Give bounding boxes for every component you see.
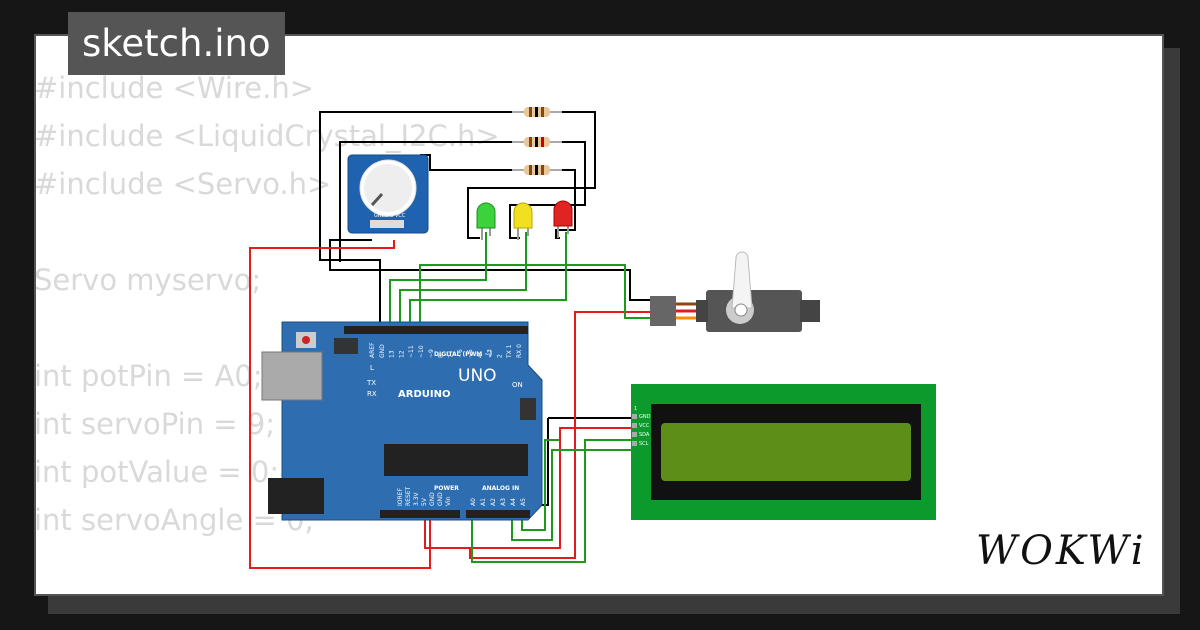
- wire-red: [249, 240, 431, 569]
- header-pin-label: ~9: [428, 349, 435, 358]
- lcd-pin-label: VCC: [639, 423, 650, 429]
- header-pin-label: GND: [379, 344, 386, 358]
- resistor: [512, 107, 562, 117]
- pot-pin-label: VCC: [395, 213, 406, 219]
- wire-black: [420, 154, 512, 171]
- header-pin-label: RESET: [405, 486, 412, 506]
- board-on-label: ON: [512, 381, 523, 389]
- lcd-pin1: 1: [634, 406, 637, 412]
- wire-green: [409, 232, 567, 325]
- header-pin-label: ~10: [418, 345, 425, 358]
- led-red: [553, 200, 573, 238]
- wire-black: [555, 169, 576, 239]
- header-pin-label: A0: [470, 498, 477, 506]
- analog-label: ANALOG IN: [482, 485, 519, 492]
- led-l-label: L: [370, 364, 374, 372]
- code-line: int servoPin = 9;: [34, 407, 276, 441]
- header-pin-label: GND: [437, 492, 444, 506]
- header-pin-label: 2: [496, 354, 503, 358]
- wire-red: [424, 427, 634, 549]
- header-pin-label: 13: [389, 350, 396, 358]
- wires: [249, 111, 650, 569]
- header-pin-label: A5: [520, 498, 527, 506]
- code-line: Servo myservo;: [34, 263, 262, 297]
- wire-green: [511, 449, 634, 541]
- code-line: int potPin = A0;: [34, 359, 263, 393]
- potentiometer: GND SIG VCC: [347, 154, 429, 234]
- led-yellow: [513, 202, 533, 240]
- led-tx-label: TX: [366, 379, 376, 387]
- header-pin-label: A1: [480, 498, 487, 506]
- resistor: [512, 137, 562, 147]
- header-pin-label: ~11: [408, 345, 415, 358]
- header-pin-label: Vin: [445, 496, 452, 506]
- lcd-pin-label: SDA: [639, 432, 650, 438]
- leds: [476, 200, 573, 240]
- preview-card: [34, 34, 1164, 596]
- header-pin-label: ~6: [457, 349, 464, 358]
- wire-black: [329, 239, 650, 301]
- file-tab[interactable]: sketch.ino: [68, 12, 285, 75]
- header-pin-label: RX 0: [516, 344, 523, 358]
- pot-pin-label: GND: [374, 213, 386, 219]
- led-rx-label: RX: [367, 390, 377, 398]
- lcd-pin-label: SCL: [639, 441, 649, 447]
- wire-black: [509, 141, 586, 239]
- board-model: UNO: [458, 366, 497, 386]
- header-pin-label: A2: [490, 498, 497, 506]
- wire-green: [419, 264, 650, 325]
- wire-green: [521, 439, 560, 531]
- header-pin-label: 8: [438, 354, 445, 358]
- wire-green: [399, 232, 527, 325]
- wire-green: [471, 439, 634, 563]
- led-green: [476, 202, 496, 240]
- pot-pin-label: SIG: [385, 213, 394, 219]
- wire-black: [319, 111, 512, 325]
- servo-motor: [650, 251, 820, 332]
- header-pin-label: 4: [477, 354, 484, 358]
- arduino-uno: ARDUINO UNO ON DIGITAL (PWM ~) POWER ANA…: [261, 321, 543, 521]
- header-pin-label: AREF: [369, 342, 376, 358]
- header-pin-label: TX 1: [506, 344, 513, 359]
- wire-red: [469, 311, 650, 559]
- resistor: [512, 165, 562, 175]
- header-pin-label: 7: [447, 354, 454, 358]
- header-pin-label: 3.3V: [413, 491, 420, 506]
- header-pin-label: 12: [398, 350, 405, 358]
- lcd-pin-label: GND: [639, 414, 651, 420]
- code-line: #include <LiquidCrystal_I2C.h>: [34, 119, 500, 153]
- wokwi-logo: WOKWi: [976, 528, 1147, 574]
- code-line: #include <Servo.h>: [34, 167, 332, 201]
- header-pin-label: ~5: [467, 349, 474, 358]
- code-line: int potValue = 0;: [34, 455, 280, 489]
- resistors: [512, 107, 562, 175]
- digital-label: DIGITAL (PWM ~): [434, 351, 492, 358]
- header-pin-label: 5V: [421, 497, 428, 506]
- wire-green: [389, 232, 487, 325]
- power-label: POWER: [434, 485, 459, 492]
- board-brand: ARDUINO: [398, 389, 450, 400]
- header-pin-label: ~3: [487, 349, 494, 358]
- header-pin-label: IOREF: [397, 488, 404, 506]
- header-pin-label: A3: [500, 498, 507, 506]
- lcd-display: 1 GND VCC SDA SCL: [631, 384, 936, 520]
- wire-black: [467, 111, 596, 239]
- wire-black: [339, 141, 512, 262]
- code-line: #include <Wire.h>: [34, 71, 315, 105]
- header-pin-label: A4: [510, 498, 517, 506]
- header-pin-label: GND: [429, 492, 436, 506]
- code-preview: #include <Wire.h> #include <LiquidCrysta…: [34, 64, 500, 544]
